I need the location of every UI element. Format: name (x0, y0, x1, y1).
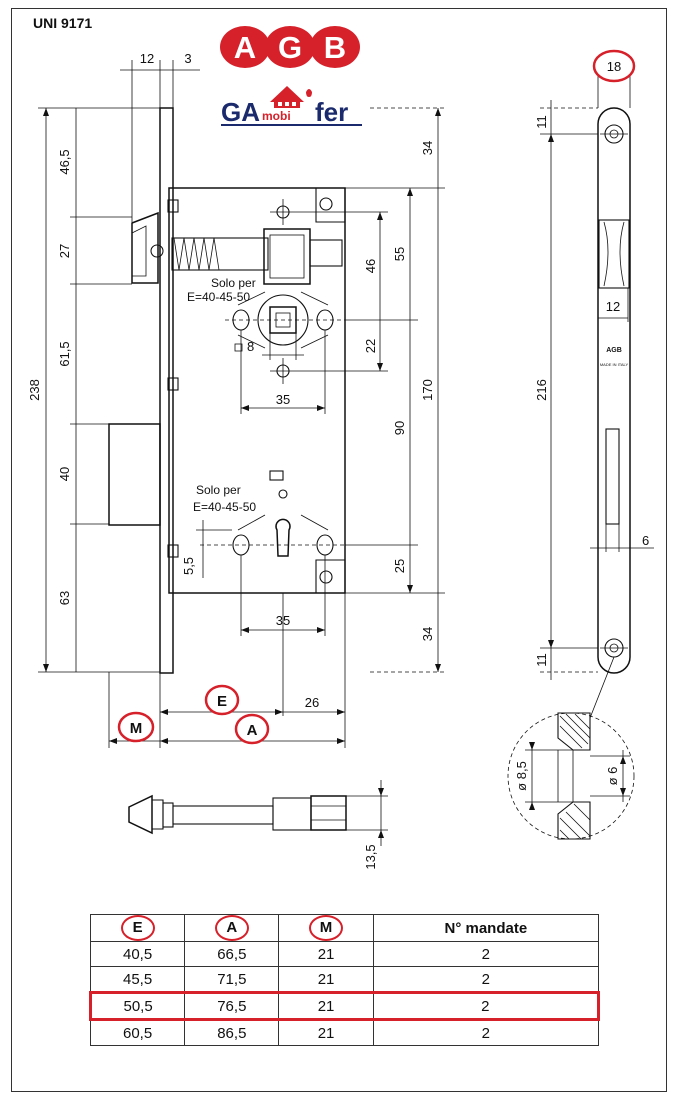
leaf-icon (306, 89, 312, 97)
dim-13-5: 13,5 (363, 844, 378, 869)
cell-mandate: 2 (372, 1019, 600, 1046)
dim-8: 8 (247, 339, 254, 354)
marker-m-circle (117, 711, 155, 743)
cell-mandate: 2 (372, 966, 600, 993)
agb-letter-g: G (278, 30, 302, 65)
dim-170: 170 (420, 379, 435, 401)
note-e-values-2: E=40-45-50 (193, 500, 256, 514)
dead-bolt (108, 423, 161, 526)
strike-dim-18: 18 (607, 59, 621, 74)
dim-63: 63 (57, 591, 72, 605)
strike-dim-6: 6 (642, 533, 649, 548)
cell-e: 40,5 (89, 941, 186, 967)
strike-brand-label: AGB (606, 347, 622, 354)
gamobifer-ga: GA (221, 97, 260, 127)
handle-follower (225, 291, 345, 384)
agb-letter-b: B (324, 30, 346, 65)
table-row: 45,5 71,5 21 2 (89, 966, 600, 993)
header-e: E (89, 914, 186, 942)
header-m: M (278, 914, 374, 942)
dim-55: 55 (392, 247, 407, 261)
header-a: A (184, 914, 280, 942)
table-row: 40,5 66,5 21 2 (89, 941, 600, 967)
strike-plate: AGB MADE IN ITALY (540, 64, 654, 680)
marker-a: A (247, 722, 258, 739)
agb-logo: A G B (220, 26, 360, 68)
cell-m: 21 (278, 991, 374, 1021)
dim-35-upper: 35 (276, 392, 290, 407)
detail-dim-8-5: ø 8,5 (514, 761, 529, 791)
cell-e: 45,5 (89, 966, 186, 993)
dim-61-5: 61,5 (57, 341, 72, 366)
dim-238: 238 (27, 379, 42, 401)
cell-mandate: 2 (372, 991, 601, 1021)
strike-dim-11-bottom: 11 (534, 653, 549, 667)
marker-e-circle (204, 684, 240, 716)
house-roof-icon (270, 86, 304, 102)
cell-e: 60,5 (89, 1019, 186, 1046)
table-header-row: E A M N° mandate (89, 914, 600, 942)
keyhole (200, 470, 345, 557)
latch-side-view (128, 780, 388, 846)
cell-m: 21 (278, 966, 374, 993)
dim-90: 90 (392, 421, 407, 435)
dim-5-5: 5,5 (181, 557, 196, 575)
note-solo-per-1: Solo per (211, 276, 256, 290)
dim-40: 40 (57, 467, 72, 481)
gamobifer-mobi: mobi (262, 109, 291, 123)
dim-22: 22 (363, 339, 378, 353)
cell-a: 86,5 (184, 1019, 280, 1046)
header-a-label: A (214, 915, 249, 941)
countersink-detail (507, 656, 635, 840)
strike-18-circle (592, 49, 636, 83)
lock-front-view (108, 107, 346, 674)
dim-27: 27 (57, 244, 72, 258)
dim-46-5: 46,5 (57, 149, 72, 174)
dim-34-bottom: 34 (420, 627, 435, 641)
table-row: 60,5 86,5 21 2 (89, 1019, 600, 1046)
gamobifer-logo: GA mobi fer (221, 86, 362, 127)
note-solo-per-2: Solo per (196, 483, 241, 497)
latch-bolt (131, 211, 159, 284)
square-symbol-icon (234, 343, 243, 352)
cell-m: 21 (278, 1019, 374, 1046)
strike-dim-11-top: 11 (534, 115, 549, 129)
note-e-values-1: E=40-45-50 (187, 290, 250, 304)
dim-34-top: 34 (420, 141, 435, 155)
dim-25: 25 (392, 559, 407, 573)
gamobifer-fer: fer (315, 97, 348, 127)
drawing-frame (11, 8, 667, 1092)
cell-mandate: 2 (372, 941, 600, 967)
dim-top-12: 12 (140, 51, 154, 66)
cell-a: 76,5 (184, 991, 280, 1021)
marker-e: E (217, 693, 227, 710)
header-m-label: M (309, 915, 344, 941)
spec-table: E A M N° mandate 40,5 66,5 21 2 45,5 71,… (88, 914, 601, 1046)
strike-made-in-label: MADE IN ITALY (600, 362, 629, 367)
technical-drawing: UNI 9171 A G B GA mobi fer (27, 15, 654, 870)
strike-dim-12: 12 (606, 299, 620, 314)
cell-e: 50,5 (88, 991, 186, 1021)
table-row-highlighted: 50,5 76,5 21 2 (88, 991, 601, 1021)
dim-top-3: 3 (184, 51, 191, 66)
cell-a: 71,5 (184, 966, 280, 993)
agb-letter-a: A (234, 30, 256, 65)
cell-m: 21 (278, 941, 374, 967)
header-e-label: E (120, 915, 155, 941)
strike-dim-216: 216 (534, 379, 549, 401)
detail-dim-6: ø 6 (605, 767, 620, 786)
dim-26: 26 (305, 695, 319, 710)
marker-a-circle (234, 713, 270, 745)
dim-35-lower: 35 (276, 613, 290, 628)
marker-m: M (130, 720, 143, 737)
dim-46: 46 (363, 259, 378, 273)
dimension-lines (38, 60, 445, 748)
cell-a: 66,5 (184, 941, 280, 967)
header-mandate: N° mandate (372, 914, 600, 942)
standard-title: UNI 9171 (33, 15, 92, 31)
